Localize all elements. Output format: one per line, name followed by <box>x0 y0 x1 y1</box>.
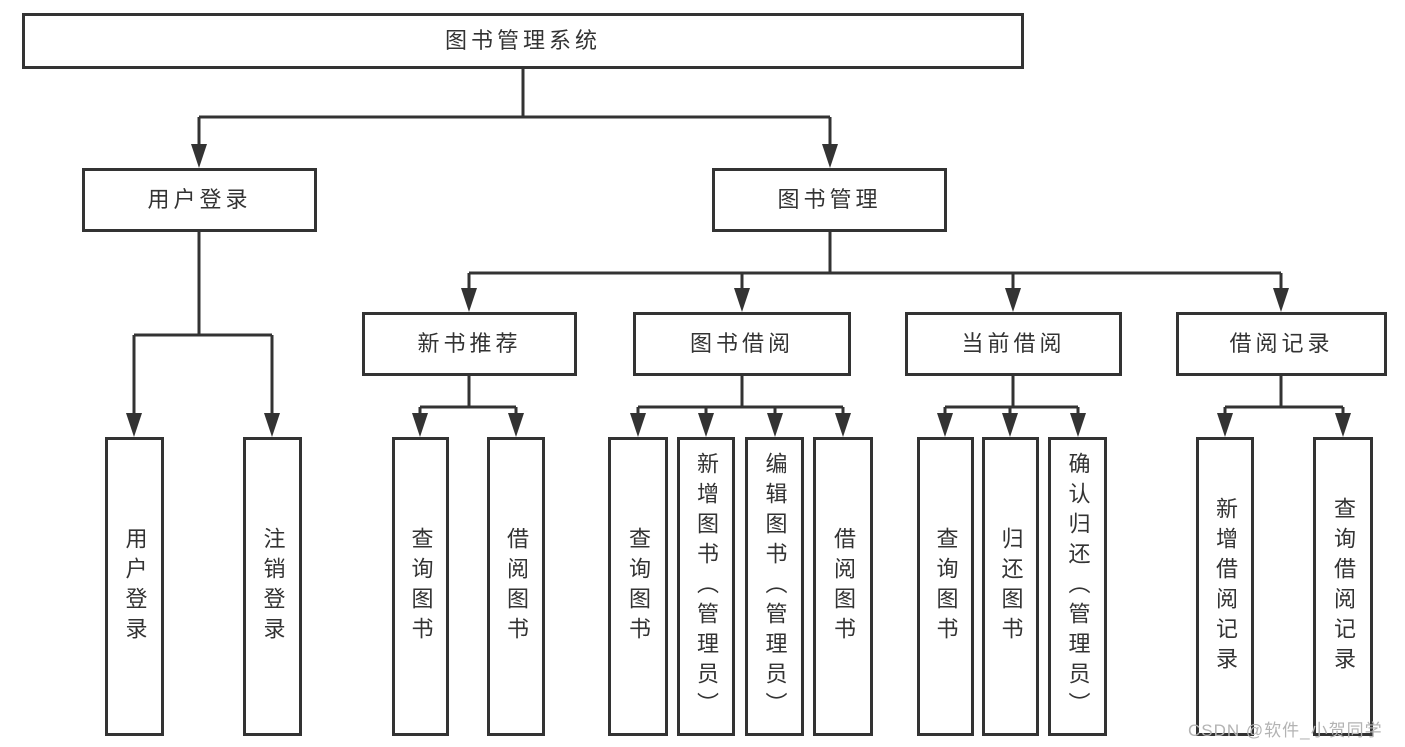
node-logout: 注销登录 <box>243 437 302 736</box>
node-new-book-recommend-label: 新书推荐 <box>417 330 522 356</box>
arrowhead-down-icon <box>1273 288 1289 312</box>
arrowhead-down-icon <box>698 413 714 437</box>
node-nbr-query-books-label: 查询图书 <box>408 526 434 647</box>
arrowhead-down-icon <box>630 413 646 437</box>
node-br-add-record: 新增借阅记录 <box>1196 437 1254 736</box>
node-cb-confirm-return-admin: 确认归还（管理员） <box>1048 437 1107 736</box>
node-user-login-label: 用户登录 <box>147 186 252 212</box>
arrowhead-down-icon <box>412 413 428 437</box>
arrowhead-down-icon <box>937 413 953 437</box>
node-cb-query-books-label: 查询图书 <box>933 526 959 647</box>
arrowhead-down-icon <box>1005 288 1021 312</box>
node-book-borrowing: 图书借阅 <box>633 312 851 376</box>
connector-line <box>943 374 1080 417</box>
node-bb-add-books-admin-label: 新增图书（管理员） <box>694 451 719 722</box>
node-current-borrowing: 当前借阅 <box>905 312 1122 376</box>
node-root-label: 图书管理系统 <box>444 27 601 53</box>
node-cb-return-books: 归还图书 <box>982 437 1039 736</box>
node-current-borrowing-label: 当前借阅 <box>961 330 1066 356</box>
node-br-query-record: 查询借阅记录 <box>1313 437 1373 736</box>
arrowhead-down-icon <box>835 413 851 437</box>
node-login: 用户登录 <box>105 437 164 736</box>
connector-root-to-level2 <box>191 67 838 168</box>
node-book-management-label: 图书管理 <box>777 186 882 212</box>
node-nbr-query-books: 查询图书 <box>392 437 449 736</box>
node-bb-query-books: 查询图书 <box>608 437 668 736</box>
arrowhead-down-icon <box>734 288 750 312</box>
node-br-add-record-label: 新增借阅记录 <box>1213 496 1238 677</box>
node-bb-edit-books-admin-label: 编辑图书（管理员） <box>762 451 788 722</box>
node-logout-label: 注销登录 <box>260 526 286 647</box>
node-bb-edit-books-admin: 编辑图书（管理员） <box>745 437 804 736</box>
arrowhead-down-icon <box>767 413 783 437</box>
node-borrowing-records-label: 借阅记录 <box>1229 330 1334 356</box>
node-borrowing-records: 借阅记录 <box>1176 312 1387 376</box>
connector-book-management-children <box>461 230 1289 312</box>
connector-user-login-children <box>126 230 280 437</box>
arrowhead-down-icon <box>508 413 524 437</box>
node-cb-return-books-label: 归还图书 <box>998 526 1024 647</box>
arrowhead-down-icon <box>264 413 280 437</box>
node-bb-borrow-books-label: 借阅图书 <box>831 526 856 647</box>
node-bb-add-books-admin: 新增图书（管理员） <box>677 437 735 736</box>
watermark: CSDN @软件_小贺同学 <box>1188 721 1383 740</box>
connector-line <box>467 230 1283 292</box>
connector-borrowing-records-children <box>1217 376 1351 437</box>
arrowhead-down-icon <box>1335 413 1351 437</box>
node-cb-query-books: 查询图书 <box>917 437 974 736</box>
connector-line <box>418 374 518 417</box>
node-root: 图书管理系统 <box>22 13 1024 69</box>
connector-new-book-recommend-children <box>412 374 524 437</box>
node-nbr-borrow-books-label: 借阅图书 <box>504 526 529 647</box>
node-nbr-borrow-books: 借阅图书 <box>487 437 545 736</box>
arrowhead-down-icon <box>1217 413 1233 437</box>
arrowhead-down-icon <box>126 413 142 437</box>
connector-line <box>132 230 274 417</box>
connector-line <box>636 374 845 417</box>
arrowhead-down-icon <box>1070 413 1086 437</box>
node-book-management: 图书管理 <box>712 168 947 232</box>
connector-line <box>197 67 832 148</box>
arrowhead-down-icon <box>461 288 477 312</box>
arrowhead-down-icon <box>822 144 838 168</box>
connector-line <box>1223 376 1345 417</box>
arrowhead-down-icon <box>1002 413 1018 437</box>
node-login-label: 用户登录 <box>122 526 148 647</box>
connector-current-borrowing-children <box>937 374 1086 437</box>
node-cb-confirm-return-admin-label: 确认归还（管理员） <box>1065 451 1091 722</box>
arrowhead-down-icon <box>191 144 207 168</box>
node-new-book-recommend: 新书推荐 <box>362 312 577 376</box>
node-bb-query-books-label: 查询图书 <box>626 526 651 647</box>
node-br-query-record-label: 查询借阅记录 <box>1331 496 1356 677</box>
node-user-login: 用户登录 <box>82 168 317 232</box>
node-book-borrowing-label: 图书借阅 <box>689 330 794 356</box>
connector-book-borrowing-children <box>630 374 851 437</box>
node-bb-borrow-books: 借阅图书 <box>813 437 873 736</box>
